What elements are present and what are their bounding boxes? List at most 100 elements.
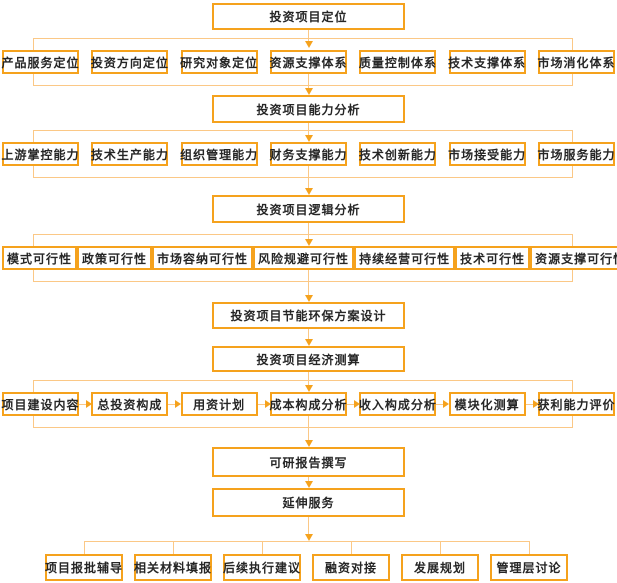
node-label: 风险规避可行性	[258, 251, 350, 266]
branch-drop-3	[262, 541, 263, 554]
node-sustained-operation-feasibility: 持续经营可行性	[354, 246, 456, 270]
connector-right-5	[436, 400, 449, 408]
down-arrow-icon	[304, 188, 313, 195]
down-arrow-icon	[304, 440, 313, 447]
node-investment-direction-positioning: 投资方向定位	[91, 50, 169, 74]
node-label: 技术创新能力	[358, 147, 437, 162]
connector-right-2	[168, 400, 181, 408]
connector-down-1	[304, 30, 313, 48]
node-label: 组织管理能力	[180, 147, 259, 162]
connector-line	[526, 403, 533, 405]
node-label: 模式可行性	[7, 251, 73, 266]
node-market-absorption-system: 市场消化体系	[537, 50, 616, 74]
node-financial-support: 财务支撑能力	[269, 142, 348, 166]
connector-line	[308, 477, 309, 481]
node-resource-support-feasibility: 资源支撑可行性	[530, 246, 617, 270]
branch-drop-6	[529, 541, 530, 554]
node-profitability-evaluation: 获利能力评价	[537, 392, 615, 416]
down-arrow-icon	[304, 41, 313, 48]
node-market-capacity-feasibility: 市场容纳可行性	[152, 246, 254, 270]
node-policy-feasibility: 政策可行性	[77, 246, 153, 270]
node-cost-structure-analysis: 成本构成分析	[269, 392, 348, 416]
tier-feasibility-row: 模式可行性 政策可行性 市场容纳可行性 风险规避可行性 持续经营可行性 技术可行…	[2, 246, 617, 270]
connector-line	[79, 403, 86, 405]
right-arrow-icon	[265, 400, 271, 408]
tier-capability-row: 上游掌控能力 技术生产能力 组织管理能力 财务支撑能力 技术创新能力 市场接受能…	[2, 142, 615, 166]
branch-horizontal-line	[84, 541, 530, 542]
branch-drop-2	[173, 541, 174, 554]
node-modular-calculation: 模块化测算	[448, 392, 526, 416]
connector-right-4	[347, 400, 360, 408]
connector-line	[308, 517, 309, 534]
branch-drop-1	[84, 541, 85, 554]
node-label: 财务支撑能力	[269, 147, 348, 162]
node-label: 投资项目节能环保方案设计	[230, 309, 387, 323]
node-label: 市场接受能力	[448, 147, 527, 162]
node-label: 融资对接	[324, 561, 377, 575]
node-capital-use-plan: 用资计划	[180, 392, 258, 416]
node-risk-avoidance-feasibility: 风险规避可行性	[253, 246, 355, 270]
node-label: 延伸服务	[282, 496, 335, 510]
node-tech-innovation: 技术创新能力	[358, 142, 437, 166]
node-research-object-positioning: 研究对象定位	[180, 50, 259, 74]
connector-down-9	[304, 416, 313, 447]
down-arrow-icon	[304, 135, 313, 142]
tier-positioning-row: 产品服务定位 投资方向定位 研究对象定位 资源支撑体系 质量控制体系 技术支撑体…	[2, 50, 615, 74]
connector-down-10	[304, 477, 313, 488]
node-material-filling: 相关材料填报	[134, 554, 212, 581]
node-label: 质量控制体系	[358, 55, 437, 70]
node-label: 市场服务能力	[537, 147, 616, 162]
node-label: 上游掌控能力	[1, 147, 80, 162]
connector-line	[347, 403, 354, 405]
node-model-feasibility: 模式可行性	[2, 246, 78, 270]
node-label: 投资项目定位	[269, 10, 348, 24]
connector-down-8	[304, 372, 313, 392]
node-financing-matchmaking: 融资对接	[312, 554, 390, 581]
node-approval-guidance: 项目报批辅导	[45, 554, 123, 581]
node-economic-calculation: 投资项目经济测算	[212, 346, 405, 372]
node-label: 用资计划	[193, 397, 246, 412]
connector-down-3	[304, 123, 313, 142]
node-label: 技术支撑体系	[448, 55, 527, 70]
node-label: 研究对象定位	[180, 55, 259, 70]
branch-drop-5	[440, 541, 441, 554]
connector-line	[308, 270, 309, 295]
connector-down-6	[304, 270, 313, 302]
connector-line	[308, 416, 309, 440]
connector-line	[308, 74, 309, 88]
node-label: 资源支撑可行性	[535, 251, 617, 266]
right-arrow-icon	[175, 400, 181, 408]
node-upstream-control: 上游掌控能力	[2, 142, 79, 166]
node-label: 总投资构成	[97, 397, 163, 412]
node-resource-support-system: 资源支撑体系	[269, 50, 347, 74]
connector-line	[308, 166, 309, 188]
node-market-service: 市场服务能力	[537, 142, 616, 166]
node-label: 收入构成分析	[358, 397, 437, 412]
node-label: 市场消化体系	[537, 55, 616, 70]
node-label: 可研报告撰写	[269, 455, 348, 470]
node-label: 管理层讨论	[496, 561, 562, 575]
node-label: 项目建设内容	[1, 397, 80, 412]
node-label: 成本构成分析	[269, 397, 348, 412]
node-label: 相关材料填报	[134, 561, 213, 575]
right-arrow-icon	[533, 400, 539, 408]
node-label: 产品服务定位	[1, 55, 80, 70]
connector-right-1	[79, 400, 92, 408]
node-product-service-positioning: 产品服务定位	[2, 50, 79, 74]
branch-drop-4	[351, 541, 352, 554]
node-market-acceptance: 市场接受能力	[448, 142, 527, 166]
down-arrow-icon	[304, 481, 313, 488]
connector-down-7	[304, 329, 313, 346]
node-label: 投资项目逻辑分析	[256, 202, 361, 217]
node-label: 模块化测算	[454, 397, 520, 412]
connector-line	[308, 30, 309, 41]
connector-line	[436, 403, 443, 405]
connector-line	[258, 403, 265, 405]
node-label: 项目报批辅导	[45, 561, 124, 575]
node-tech-production: 技术生产能力	[91, 142, 169, 166]
node-extended-services: 延伸服务	[212, 488, 405, 517]
right-arrow-icon	[354, 400, 360, 408]
down-arrow-icon	[304, 239, 313, 246]
connector-line	[168, 403, 175, 405]
